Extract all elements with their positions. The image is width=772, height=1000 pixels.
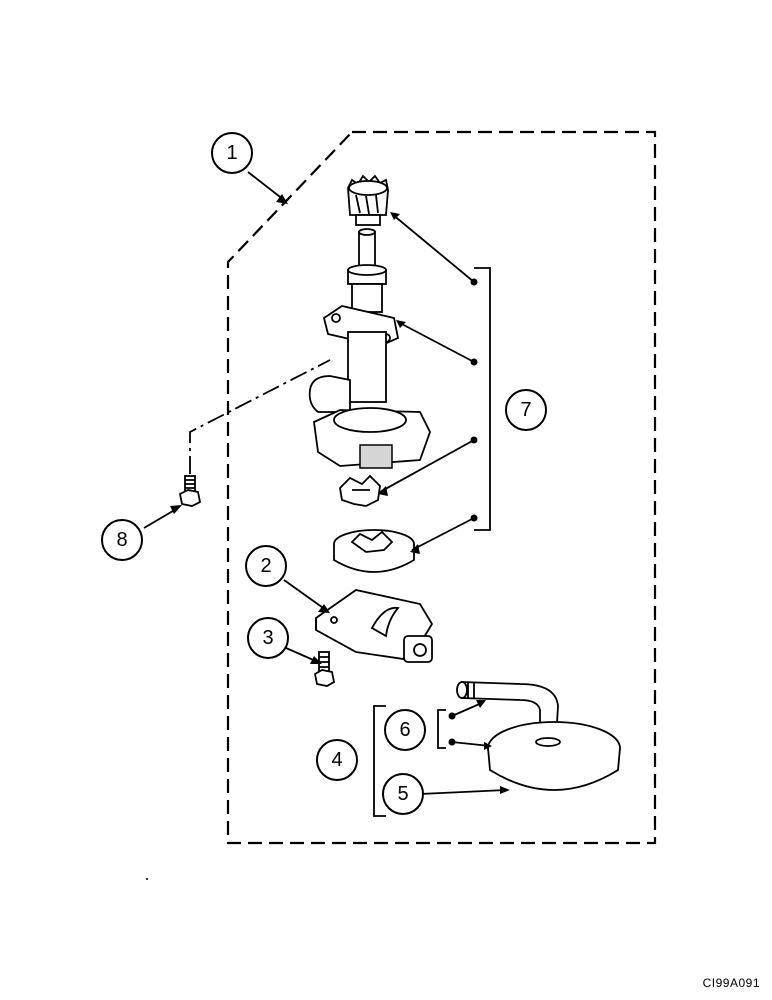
bracket-4 [373, 705, 386, 817]
mounting-bolt [178, 475, 202, 507]
leader-7-d [411, 517, 475, 551]
outer-rotor [333, 529, 415, 573]
callout-3: 3 [247, 617, 289, 659]
oil-pickup-strainer [456, 681, 621, 791]
drive-gear [347, 174, 389, 226]
bracket-6 [437, 709, 446, 749]
callout-8: 8 [101, 519, 143, 561]
callout-4: 4 [316, 739, 358, 781]
leader-7-c [379, 439, 475, 493]
figure-id: CI99A091 [702, 976, 760, 990]
callout-6: 6 [384, 709, 426, 751]
assembly-boundary [226, 130, 657, 845]
leader-7-b [397, 321, 475, 363]
callout-1-label: 1 [226, 142, 237, 164]
inner-rotor [339, 474, 381, 507]
pump-cover [315, 589, 434, 663]
callout-6-label: 6 [399, 719, 410, 741]
leader-5 [419, 789, 507, 795]
pump-shaft-body [308, 228, 431, 469]
leader-8 [143, 507, 179, 529]
callout-8-label: 8 [116, 529, 127, 551]
mounting-bolt-centerline [189, 359, 331, 474]
leader-line-1 [247, 171, 285, 201]
callout-2: 2 [245, 545, 287, 587]
callout-1: 1 [211, 132, 253, 174]
callout-4-label: 4 [331, 749, 342, 771]
callout-3-label: 3 [262, 627, 273, 649]
leader-arrow-1 [276, 194, 288, 204]
callout-7: 7 [505, 389, 547, 431]
leader-7-a [391, 213, 475, 283]
bracket-7 [474, 267, 491, 531]
callout-2-label: 2 [260, 555, 271, 577]
callout-7-label: 7 [520, 399, 531, 421]
cover-bolt [313, 651, 336, 687]
print-speck [146, 878, 148, 880]
leader-2 [283, 579, 327, 611]
callout-5: 5 [382, 773, 424, 815]
callout-5-label: 5 [397, 783, 408, 805]
leader-6-b [451, 741, 491, 747]
